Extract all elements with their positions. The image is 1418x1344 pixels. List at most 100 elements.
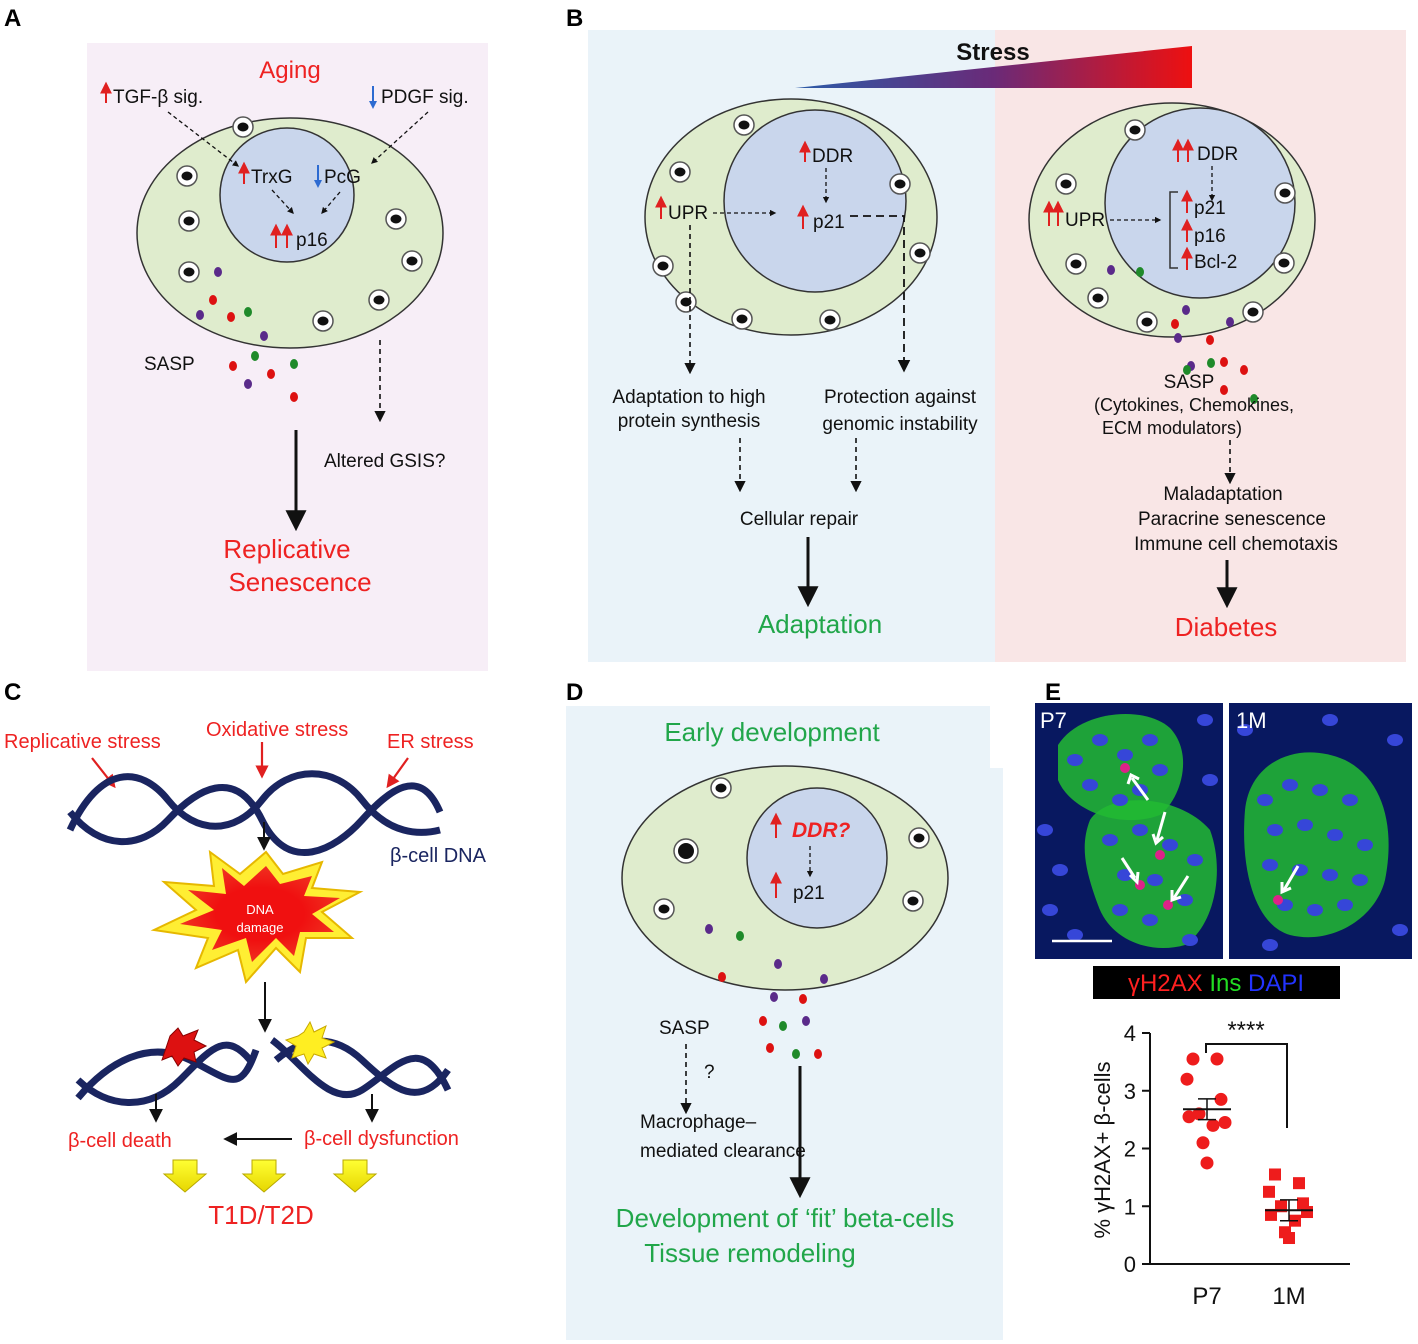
y-tick-label: 3 [1124, 1079, 1136, 1104]
panel-b: B Stress DDR UPR p21 Adaptation to high … [566, 5, 1406, 662]
p16-label: p16 [296, 230, 328, 251]
sasp-detail-line1: (Cytokines, Chemokines, [1094, 395, 1294, 415]
beta-cell-dna-label: β-cell DNA [390, 845, 487, 867]
stain-legend: γH2AX Ins DAPI [1128, 970, 1304, 997]
data-point-1m [1269, 1168, 1281, 1181]
dna-helix-bottom [75, 1037, 452, 1106]
diabetes-outcome: Diabetes [1175, 612, 1278, 642]
pdgf-label: PDGF sig. [381, 87, 469, 108]
panel-e-label: E [1045, 679, 1061, 706]
data-point-p7 [1196, 1136, 1210, 1150]
significance-stars: **** [1227, 1017, 1264, 1044]
p16-label-b-right: p16 [1194, 226, 1226, 247]
adaptation-text-line2: protein synthesis [618, 411, 761, 432]
macrophage-line1: Macrophage– [640, 1112, 757, 1133]
replicative-stress-label: Replicative stress [4, 731, 161, 753]
data-point-p7 [1214, 1092, 1228, 1106]
gsis-label: Altered GSIS? [324, 451, 445, 472]
ddr-label-b-right: DDR [1197, 144, 1238, 165]
trxg-label: TrxG [251, 167, 293, 188]
panel-d-label: D [566, 679, 583, 706]
dna-damage-line2: damage [237, 920, 284, 935]
nucleus-b-left [723, 109, 907, 293]
panel-a-label: A [4, 5, 21, 32]
development-outcome-line1: Development of ‘fit’ beta-cells [616, 1203, 955, 1233]
dna-damage-burst [150, 849, 364, 985]
outcome-a-line1: Replicative [223, 534, 350, 564]
nucleus-a [219, 127, 355, 263]
panel-a: A Aging TGF-β sig. PDGF sig. TrxG [4, 5, 488, 671]
p21-label-b-left: p21 [813, 212, 845, 233]
micrograph-label-1m: 1M [1236, 708, 1267, 733]
micrograph-1m: 1M [1229, 703, 1412, 959]
panel-c-label: C [4, 679, 21, 706]
tgf-label: TGF-β sig. [113, 87, 203, 108]
data-point-1m [1301, 1206, 1313, 1219]
adaptation-text-line1: Adaptation to high [612, 387, 765, 408]
y-tick-label: 2 [1124, 1137, 1136, 1162]
stress-label: Stress [956, 39, 1029, 66]
beta-cell-dysfunction-label: β-cell dysfunction [304, 1128, 459, 1150]
data-point-1m [1293, 1177, 1305, 1190]
y-tick-label: 4 [1124, 1021, 1136, 1046]
micrograph-label-p7: P7 [1040, 708, 1067, 733]
adaptation-outcome: Adaptation [758, 609, 882, 639]
data-point-p7 [1210, 1052, 1224, 1066]
scatter-plot: 0 1 2 3 4 % γH2AX+ β-cells P7 1M **** [1090, 1017, 1350, 1310]
significance-bracket [1205, 1043, 1288, 1128]
p21-label-d: p21 [793, 883, 825, 904]
y-tick-label: 1 [1124, 1194, 1136, 1219]
oxidative-stress-label: Oxidative stress [206, 719, 348, 741]
panel-c: C Replicative stress Oxidative stress ER… [4, 679, 487, 1230]
data-point-p7 [1200, 1156, 1214, 1170]
data-point-p7 [1206, 1118, 1220, 1132]
damage-burst-red-icon [161, 1027, 208, 1067]
data-points [1180, 1052, 1313, 1245]
data-point-1m [1275, 1200, 1287, 1213]
maladaptation-line2: Paracrine senescence [1138, 509, 1326, 530]
y-tick-label: 0 [1124, 1252, 1136, 1277]
data-point-p7 [1192, 1107, 1206, 1121]
data-point-1m [1283, 1232, 1295, 1245]
er-stress-label: ER stress [387, 731, 474, 753]
data-point-p7 [1182, 1110, 1196, 1124]
sasp-detail-line2: ECM modulators) [1102, 418, 1242, 438]
panel-d: D Early development DDR? p21 SASP ? Macr… [566, 679, 1003, 1340]
y-axis-label: % γH2AX+ β-cells [1090, 1061, 1115, 1238]
damage-burst-yellow-icon [284, 1020, 336, 1066]
protection-text-line2: genomic instability [822, 414, 978, 435]
data-point-1m [1265, 1208, 1277, 1221]
development-outcome-line2: Tissue remodeling [644, 1238, 855, 1268]
yellow-arrow-icon [333, 1159, 377, 1193]
yellow-arrow-icon [163, 1159, 207, 1193]
data-point-p7 [1186, 1052, 1200, 1066]
t1d-t2d-label: T1D/T2D [208, 1200, 313, 1230]
upr-label-b-right: UPR [1065, 210, 1105, 231]
p21-label-b-right: p21 [1194, 198, 1226, 219]
pcg-label: PcG [324, 167, 361, 188]
macrophage-line2: mediated clearance [640, 1141, 806, 1162]
sasp-label-b: SASP [1164, 372, 1215, 393]
sasp-label-a: SASP [144, 354, 195, 375]
beta-cell-death-label: β-cell death [68, 1130, 172, 1152]
ddr-label-b-left: DDR [812, 146, 853, 167]
data-point-p7 [1180, 1072, 1194, 1086]
stain-legend-box [1093, 966, 1340, 999]
outcome-a-line2: Senescence [228, 567, 371, 597]
x-tick-label-p7: P7 [1192, 1283, 1221, 1310]
x-tick-label-1m: 1M [1272, 1283, 1305, 1310]
yellow-arrow-icon [242, 1159, 286, 1193]
stress-gradient-wedge [795, 46, 1192, 88]
legend-dapi: DAPI [1248, 970, 1304, 997]
protection-text-line1: Protection against [824, 387, 977, 408]
micrograph-p7: P7 [1035, 703, 1223, 959]
sasp-label-d: SASP [659, 1018, 710, 1039]
nucleus-d [746, 787, 888, 929]
cellular-repair-label: Cellular repair [740, 509, 859, 530]
sasp-particles-a [196, 267, 298, 402]
maladaptation-line3: Immune cell chemotaxis [1134, 534, 1338, 555]
panel-e: E [1035, 679, 1412, 1310]
maladaptation-line1: Maladaptation [1163, 484, 1282, 505]
question-mark-d: ? [704, 1062, 715, 1083]
